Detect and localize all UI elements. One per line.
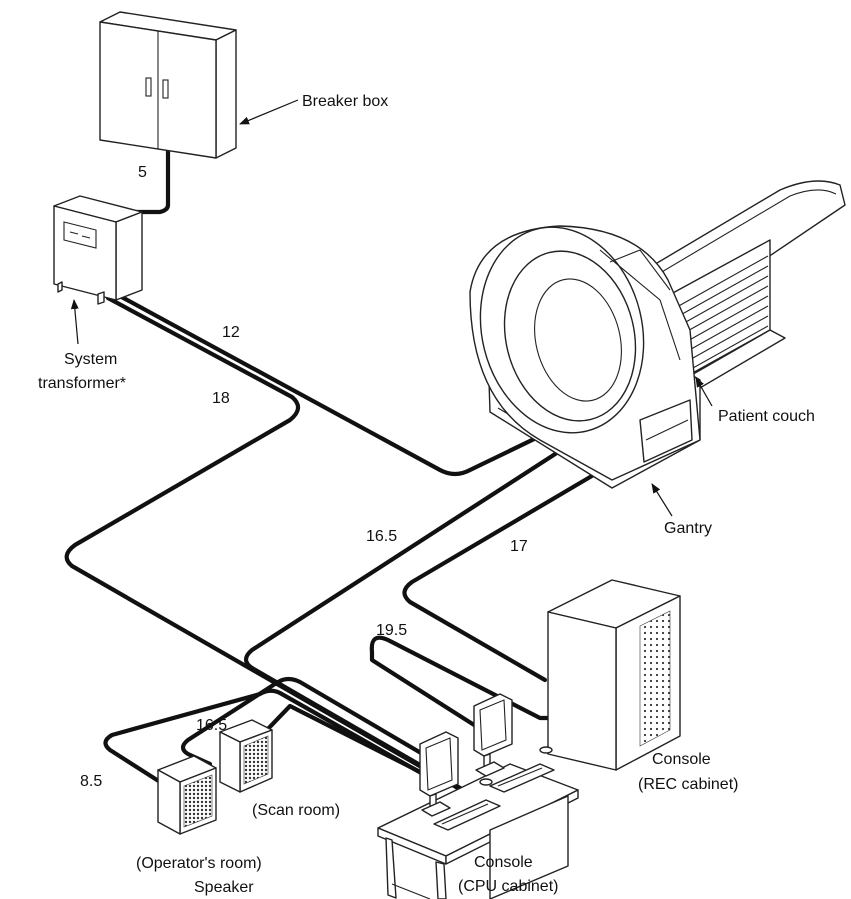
mouse-right (539, 746, 553, 754)
monitor-left (419, 731, 459, 817)
cable-transformer-to-gantry (115, 292, 593, 477)
length-rec-to-console: 19.5 (376, 622, 407, 639)
length-breaker-to-transformer: 5 (138, 164, 147, 181)
keyboard-left (433, 799, 501, 831)
cable-breaker-to-transformer (129, 137, 171, 215)
cable-lengths: 5 12 18 16.5 17 19.5 16.5 8.5 (80, 164, 528, 790)
label-console-cpu-1: Console (474, 854, 533, 871)
mouse-left (479, 778, 493, 786)
length-transformer-to-console: 18 (212, 390, 230, 407)
label-gantry: Gantry (664, 520, 712, 537)
monitor-right (473, 693, 513, 777)
label-console-cpu-2: (CPU cabinet) (458, 878, 558, 895)
label-speaker: Speaker (194, 879, 254, 896)
breaker-box (99, 11, 237, 159)
length-transformer-to-gantry: 12 (222, 324, 240, 341)
label-console-rec-2: (REC cabinet) (638, 776, 738, 793)
cable-rec-to-console (369, 635, 563, 733)
label-patient-couch: Patient couch (718, 408, 815, 425)
label-breaker-box: Breaker box (302, 93, 388, 110)
cables (64, 137, 605, 798)
length-gantry-to-rec: 17 (510, 538, 528, 555)
label-scan-room: (Scan room) (252, 802, 340, 819)
system-transformer (53, 195, 143, 305)
speaker-operators-room (157, 755, 217, 835)
label-system-transformer-1: System (64, 351, 117, 368)
cable-gantry-to-console-a (243, 422, 603, 791)
label-system-transformer-2: transformer* (38, 375, 126, 392)
cable-console-a (180, 676, 453, 773)
speaker-scan-room (219, 719, 273, 793)
length-console-to-scan-speaker: 16.5 (196, 717, 227, 734)
label-console-rec-1: Console (652, 751, 711, 768)
gantry (469, 180, 846, 489)
console-cpu-cabinet (377, 693, 579, 899)
cable-gantry-to-rec (402, 467, 605, 683)
cable-console-to-operator-speaker (103, 688, 433, 790)
labels: Breaker box System transformer* Patient … (38, 93, 815, 896)
cable-transformer-to-console (64, 295, 473, 798)
console-rec-cabinet (547, 579, 681, 771)
keyboard-right (489, 763, 555, 793)
length-gantry-to-console-a: 16.5 (366, 528, 397, 545)
length-console-to-operator-speaker: 8.5 (80, 773, 102, 790)
label-operators-room: (Operator's room) (136, 855, 262, 872)
